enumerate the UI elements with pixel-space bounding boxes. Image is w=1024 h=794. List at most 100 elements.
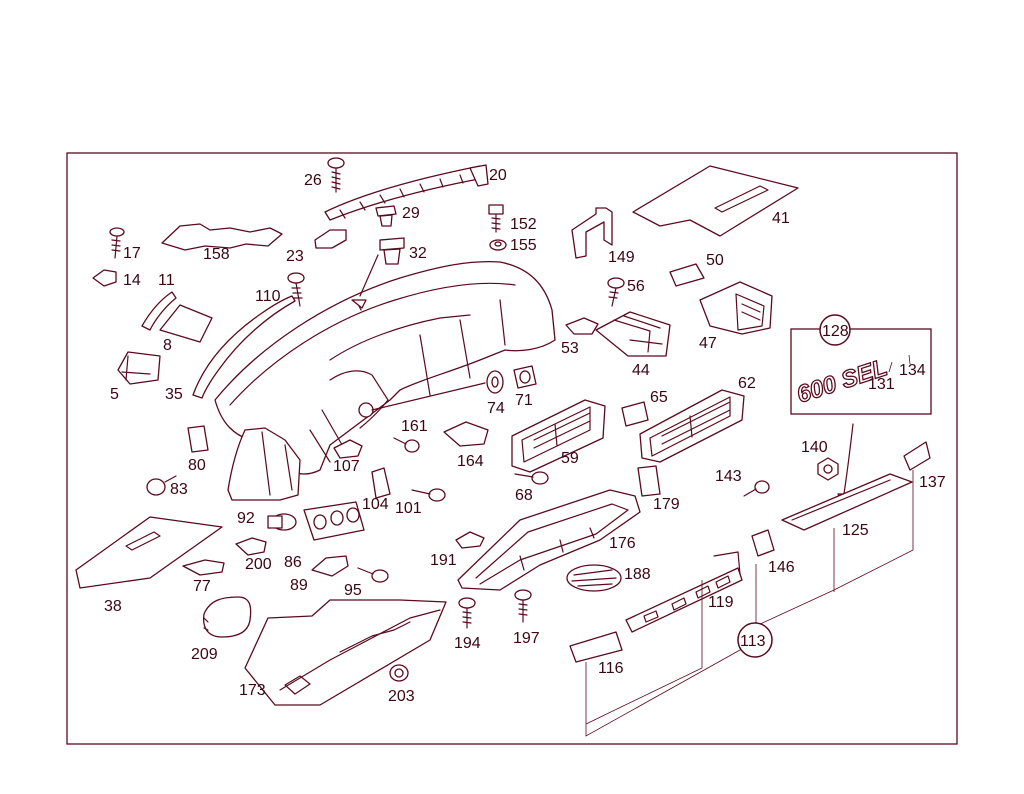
clip-80 — [187, 425, 209, 453]
label-125: 125 — [842, 522, 869, 539]
screw-17 — [109, 227, 125, 259]
vent-59 — [511, 399, 606, 473]
diagram-frame — [66, 152, 958, 745]
label-62: 62 — [738, 375, 756, 392]
assembly-leaders — [585, 470, 914, 737]
label-74: 74 — [487, 400, 505, 417]
label-8: 8 — [163, 337, 172, 354]
label-107: 107 — [333, 458, 360, 475]
leader-134 — [888, 354, 911, 373]
callout-circle-113 — [737, 622, 773, 658]
label-71: 71 — [515, 392, 533, 409]
glovebox-176 — [457, 489, 641, 591]
label-197: 197 — [513, 630, 540, 647]
clip-200 — [235, 537, 267, 556]
bracket-149 — [571, 207, 613, 259]
label-110: 110 — [255, 288, 281, 305]
label-11: 11 — [158, 272, 175, 289]
washer-155 — [489, 239, 507, 251]
trim-8 — [159, 304, 213, 343]
label-101: 101 — [395, 500, 422, 517]
switch-panel-86 — [303, 501, 365, 541]
trim-strip-125 — [781, 473, 913, 531]
label-14: 14 — [123, 272, 141, 289]
label-41: 41 — [772, 210, 790, 227]
callout-113: 113 — [740, 633, 766, 650]
arrow-128 — [842, 423, 854, 501]
label-104: 104 — [362, 496, 389, 513]
nut-140 — [817, 457, 839, 481]
label-32: 32 — [409, 245, 427, 262]
label-56: 56 — [627, 278, 645, 295]
label-194: 194 — [454, 635, 481, 652]
label-149: 149 — [608, 249, 635, 266]
clip-89 — [311, 555, 349, 577]
label-119: 119 — [708, 594, 734, 611]
label-38: 38 — [104, 598, 122, 615]
label-134: 134 — [899, 362, 926, 379]
label-35: 35 — [165, 386, 183, 403]
screw-143 — [743, 480, 770, 497]
screw-56 — [607, 277, 625, 307]
defroster-strip-20 — [324, 164, 489, 221]
nut-83 — [146, 475, 177, 496]
label-140: 140 — [801, 439, 828, 456]
label-80: 80 — [188, 457, 206, 474]
light-209 — [202, 596, 252, 638]
screw-197 — [514, 589, 532, 623]
clip-137 — [903, 441, 931, 471]
label-17: 17 — [123, 245, 141, 262]
label-152: 152 — [510, 216, 537, 233]
clip-14 — [92, 269, 117, 287]
trim-strip-35 — [192, 295, 296, 399]
label-131: 131 — [868, 376, 895, 393]
label-161: 161 — [401, 418, 428, 435]
label-44: 44 — [632, 362, 650, 379]
label-191: 191 — [430, 552, 457, 569]
clip-53 — [565, 317, 599, 335]
trim-strip-119 — [625, 551, 743, 633]
label-5: 5 — [110, 386, 119, 403]
cover-188 — [566, 564, 622, 592]
clip-32 — [379, 237, 405, 265]
screw-161 — [393, 437, 420, 453]
label-77: 77 — [193, 578, 211, 595]
label-83: 83 — [170, 481, 188, 498]
label-50: 50 — [706, 252, 724, 269]
part-labels: 5 8 11 14 17 20 23 26 29 32 35 38 41 44 … — [104, 167, 946, 705]
vent-62 — [639, 389, 745, 463]
label-155: 155 — [510, 237, 537, 254]
bracket-104 — [371, 467, 391, 499]
label-92: 92 — [237, 510, 255, 527]
label-116: 116 — [598, 660, 624, 677]
trim-11 — [141, 291, 177, 331]
bolt-152 — [488, 204, 504, 233]
label-47: 47 — [699, 335, 717, 352]
label-95: 95 — [344, 582, 362, 599]
screw-68 — [514, 471, 549, 485]
switch-65 — [621, 401, 649, 427]
clip-107 — [333, 439, 363, 459]
label-29: 29 — [402, 205, 420, 222]
screw-110 — [287, 272, 305, 307]
vent-47 — [699, 281, 773, 335]
screw-95 — [357, 567, 389, 583]
label-200: 200 — [245, 556, 272, 573]
clip-29 — [375, 205, 397, 227]
bracket-164 — [443, 421, 489, 447]
lower-panel-173 — [244, 599, 447, 706]
screw-194 — [458, 597, 476, 629]
label-89: 89 — [290, 577, 308, 594]
label-173: 173 — [239, 682, 266, 699]
vent-44 — [595, 311, 671, 357]
label-20: 20 — [489, 167, 507, 184]
label-146: 146 — [768, 559, 795, 576]
cover-38 — [75, 516, 223, 589]
nut-203 — [389, 664, 409, 682]
dashboard-body — [214, 254, 556, 501]
callout-128: 128 — [822, 323, 849, 340]
label-68: 68 — [515, 487, 533, 504]
label-137: 137 — [919, 474, 946, 491]
clip-23 — [314, 229, 347, 249]
